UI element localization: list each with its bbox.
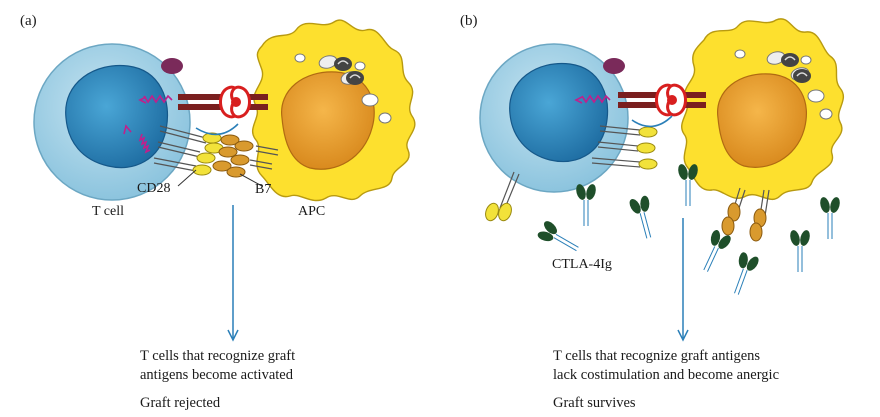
t-cell-nucleus-b <box>509 62 609 163</box>
ctla4ig-molecule <box>703 229 731 272</box>
b7-label: B7 <box>255 182 272 197</box>
blue-curve-a <box>195 123 239 136</box>
b7-leader <box>239 173 263 187</box>
ctla4ig-molecule <box>820 197 840 239</box>
cd28-b7-cluster-a <box>153 125 279 178</box>
caption-a-line2: antigens become activated <box>140 367 293 383</box>
blue-curve-b <box>631 115 673 128</box>
signal-2-arrow-a <box>123 124 151 154</box>
t-cell-bleb-b <box>603 58 625 74</box>
ctla4ig-molecule <box>537 221 579 252</box>
signal-1-arrow-a <box>138 94 173 104</box>
apc-nucleus-b <box>717 73 808 168</box>
ctla4ig-molecules-b <box>537 164 840 295</box>
t-cell-nucleus-a <box>65 64 169 169</box>
mhc-tcr-complex-b <box>618 83 706 117</box>
apc-nucleus-a <box>281 71 375 170</box>
mhc-tcr-complex-a <box>178 85 268 119</box>
cd28-label: CD28 <box>137 181 171 196</box>
outcome-a: Graft rejected <box>140 395 221 411</box>
panel-a <box>33 19 416 342</box>
caption-a-line1: T cells that recognize graft <box>140 348 296 364</box>
cd28-leader <box>177 169 197 187</box>
t-cell-label: T cell <box>92 204 125 219</box>
apc-granules-a <box>334 57 364 85</box>
apc-label: APC <box>298 204 326 219</box>
caption-b-line1: T cells that recognize graft antigens <box>553 348 761 364</box>
t-cell-bleb-a <box>161 58 183 74</box>
cd28-lower-b <box>485 171 520 222</box>
b7-ctla4ig-bound-b <box>721 187 770 242</box>
ctla4ig-molecule <box>678 164 698 206</box>
panel-b <box>479 18 845 342</box>
panel-a-label: (a) <box>20 13 37 29</box>
ctla4ig-label: CTLA-4Ig <box>552 257 612 272</box>
arrow-a-head <box>227 329 239 342</box>
panel-b-label: (b) <box>460 13 478 29</box>
ctla4ig-molecule <box>734 252 759 295</box>
arrow-b-head <box>677 329 689 342</box>
ctla4ig-molecule <box>790 230 810 272</box>
ctla4ig-molecule <box>576 184 596 226</box>
outcome-b: Graft survives <box>553 395 636 411</box>
ctla4ig-molecule <box>629 195 652 239</box>
apc-granules-b <box>781 53 811 83</box>
caption-b-line2: lack costimulation and become anergic <box>553 367 780 383</box>
signal-arrow-b <box>574 94 611 104</box>
cd28-free-b <box>591 125 658 170</box>
